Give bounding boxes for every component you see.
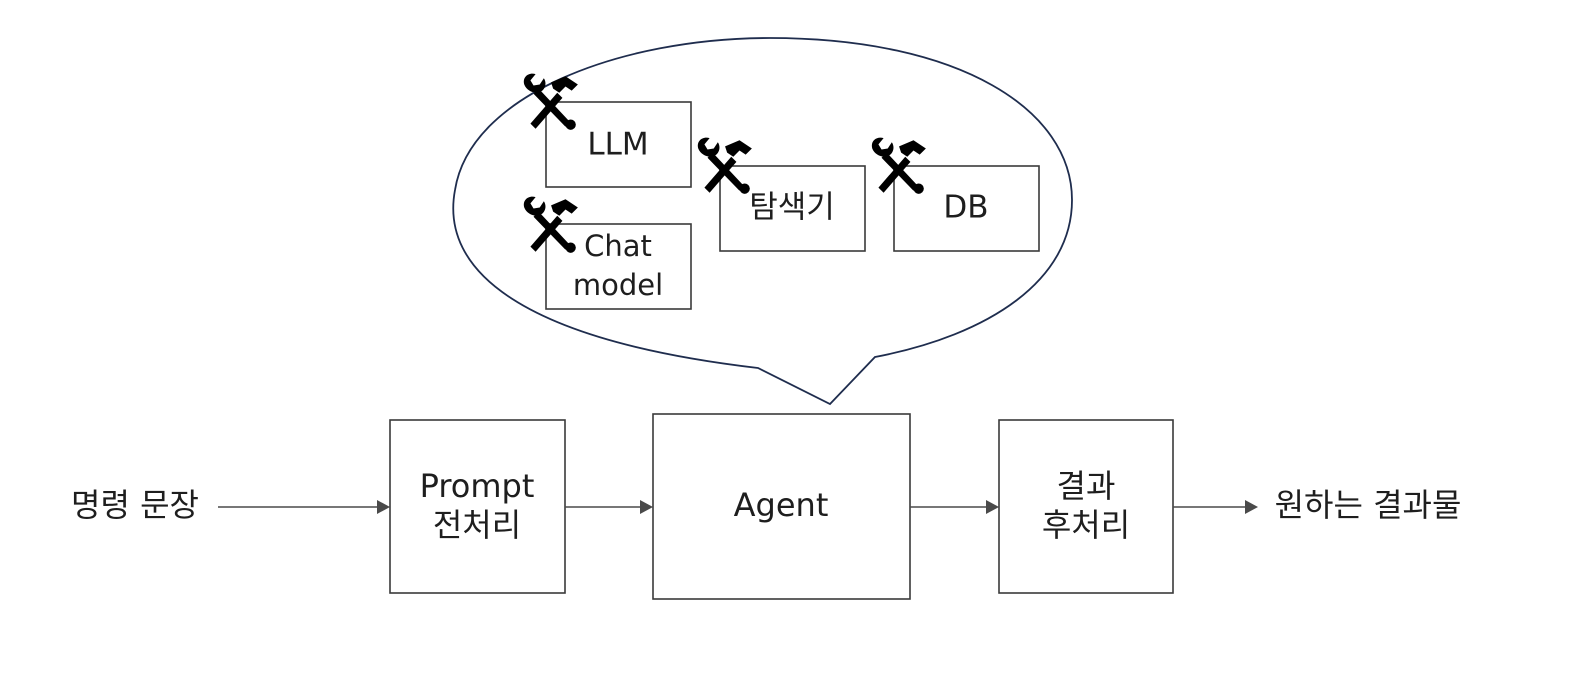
tool-retriever-label: 탐색기 xyxy=(749,190,835,226)
arrow-input-to-prompt xyxy=(218,500,390,514)
tool-retriever: 탐색기 xyxy=(719,165,866,252)
prompt-box-line1: Prompt xyxy=(420,467,535,505)
prompt-preprocess-box: Prompt 전처리 xyxy=(389,419,566,594)
agent-label: Agent xyxy=(734,486,829,524)
tool-db: DB xyxy=(893,165,1040,252)
post-process-box: 결과 후처리 xyxy=(998,419,1174,594)
post-box-line2: 후처리 xyxy=(1042,506,1130,544)
input-label: 명령 문장 xyxy=(71,486,199,524)
agent-box: Agent xyxy=(652,413,911,600)
output-label: 원하는 결과물 xyxy=(1275,486,1462,524)
arrow-prompt-to-agent xyxy=(565,500,653,514)
post-box-line1: 결과 xyxy=(1057,467,1116,505)
tool-db-label: DB xyxy=(943,190,988,226)
tool-chat-model: Chat model xyxy=(545,223,692,310)
tool-chat-model-line1: Chat xyxy=(584,229,652,263)
tool-llm: LLM xyxy=(545,101,692,188)
tool-llm-label: LLM xyxy=(587,127,648,163)
tool-chat-model-line2: model xyxy=(573,268,663,302)
arrow-agent-to-post xyxy=(910,500,999,514)
prompt-box-line2: 전처리 xyxy=(433,506,521,544)
arrow-post-to-output xyxy=(1173,500,1258,514)
